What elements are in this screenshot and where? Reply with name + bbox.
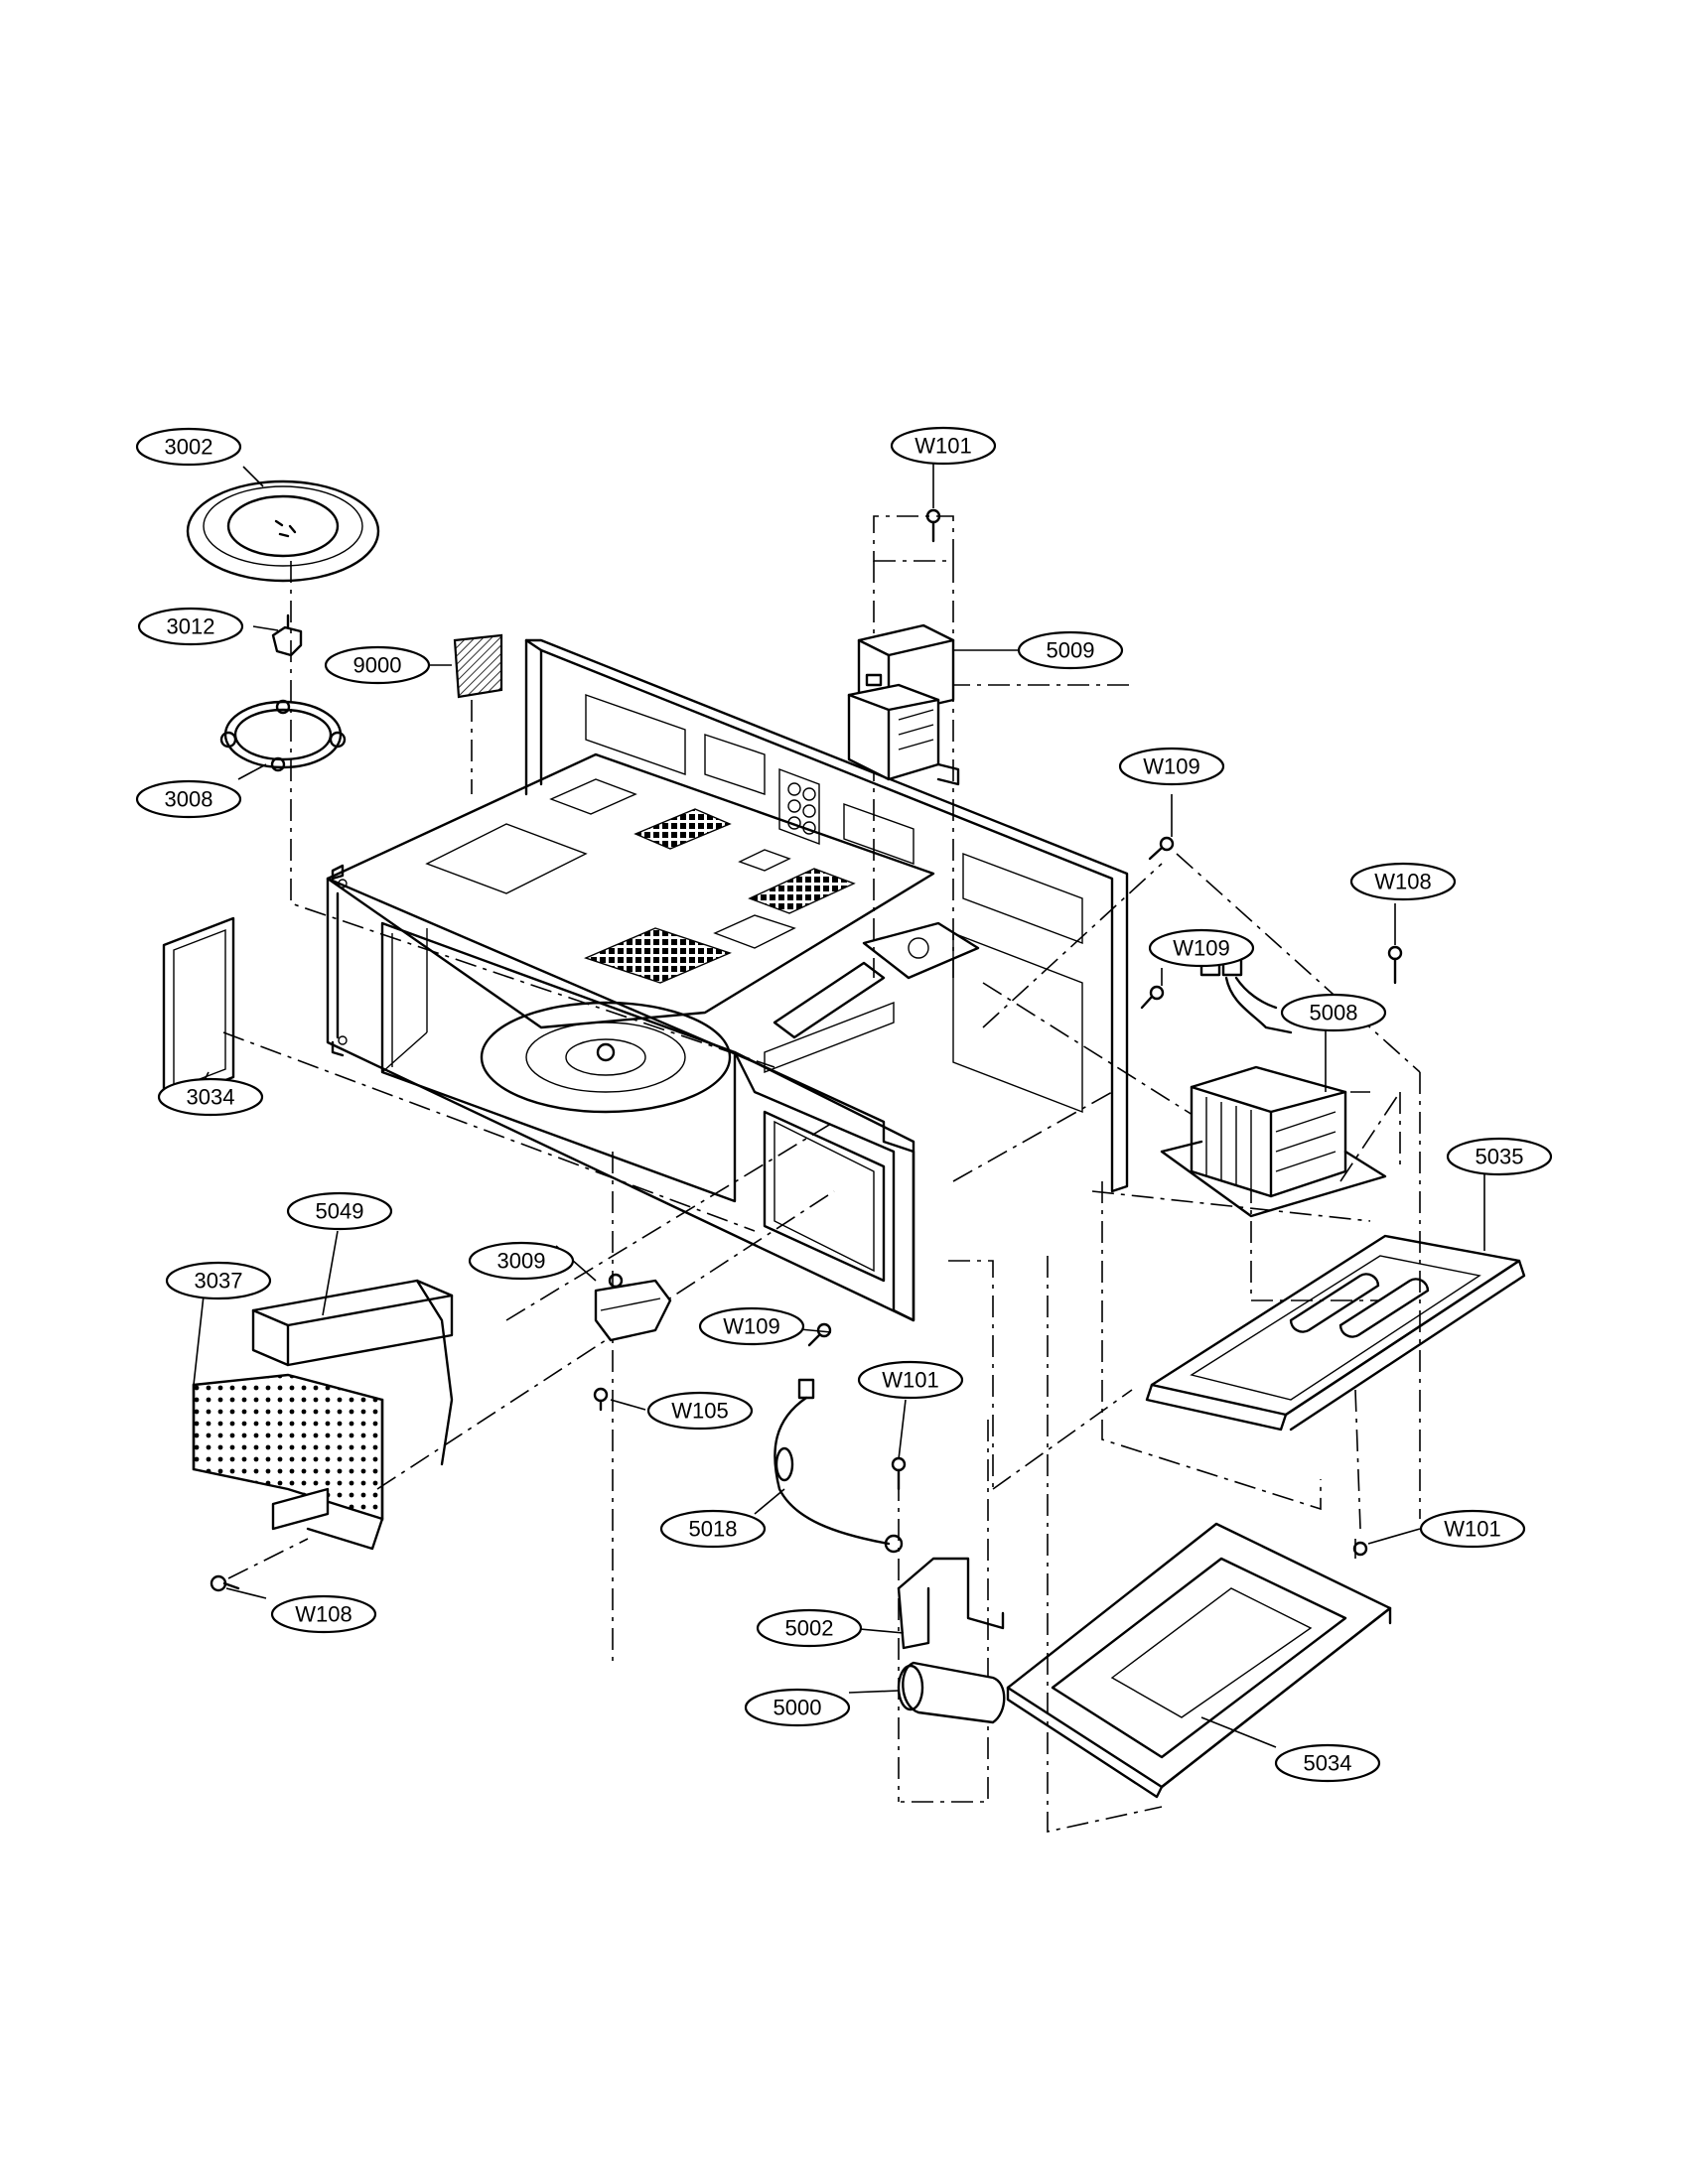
svg-text:5035: 5035 — [1476, 1145, 1524, 1169]
callout-w105: W105 — [646, 1391, 754, 1431]
svg-text:W109: W109 — [723, 1314, 779, 1339]
callout-5018: 5018 — [659, 1509, 767, 1549]
svg-text:3002: 3002 — [165, 435, 213, 460]
transformer — [1160, 951, 1387, 1218]
roller-ring — [219, 699, 347, 772]
callout-w108-a: W108 — [1349, 862, 1457, 901]
base-plate — [1145, 1234, 1526, 1432]
svg-text:5008: 5008 — [1310, 1001, 1358, 1025]
bottom-cover — [1006, 1522, 1392, 1799]
svg-text:9000: 9000 — [353, 653, 402, 678]
perforated-panel — [192, 1373, 384, 1551]
svg-text:5018: 5018 — [689, 1517, 738, 1542]
callout-labels: 3002 3012 9000 3008 3034 W101 5009 W109 … — [135, 426, 1553, 1783]
oven-cavity — [326, 638, 1129, 1322]
svg-text:3009: 3009 — [497, 1249, 546, 1274]
svg-text:3037: 3037 — [195, 1269, 243, 1294]
svg-text:W101: W101 — [1444, 1517, 1500, 1542]
waveguide-cover — [162, 916, 235, 1106]
callout-9000: 9000 — [324, 645, 431, 685]
svg-text:3012: 3012 — [167, 614, 215, 639]
callout-3034: 3034 — [157, 1077, 264, 1117]
svg-text:5034: 5034 — [1304, 1751, 1352, 1776]
screws — [210, 508, 1403, 1592]
coupler — [271, 614, 303, 657]
callout-w101-right: W101 — [1419, 1509, 1526, 1549]
screw-w109-b — [1140, 985, 1165, 1010]
callout-3037: 3037 — [165, 1261, 272, 1300]
callout-w109-c: W109 — [698, 1306, 805, 1346]
svg-text:5009: 5009 — [1047, 638, 1095, 663]
svg-text:5002: 5002 — [785, 1616, 834, 1641]
svg-text:3008: 3008 — [165, 787, 213, 812]
screw-w109-a — [1148, 836, 1175, 861]
callout-3012: 3012 — [137, 607, 244, 646]
svg-text:W108: W108 — [295, 1602, 352, 1627]
callout-w101-mid: W101 — [857, 1360, 964, 1400]
callout-5000: 5000 — [744, 1688, 851, 1727]
svg-text:W109: W109 — [1143, 754, 1199, 779]
capacitor — [897, 1661, 1006, 1724]
damper-pad — [453, 633, 503, 699]
callout-5034: 5034 — [1274, 1743, 1381, 1783]
callout-5008: 5008 — [1280, 993, 1387, 1032]
svg-text:W108: W108 — [1374, 870, 1431, 894]
screw-w101-right — [1352, 1541, 1368, 1557]
screw-w108-a — [1387, 945, 1403, 985]
svg-text:W101: W101 — [882, 1368, 938, 1393]
glass-tray — [186, 479, 380, 583]
magnetron — [847, 623, 960, 786]
callout-5035: 5035 — [1446, 1137, 1553, 1176]
callout-w109-a: W109 — [1118, 747, 1225, 786]
callout-w108-b: W108 — [270, 1594, 377, 1634]
callout-3008: 3008 — [135, 779, 242, 819]
callout-5002: 5002 — [756, 1608, 863, 1648]
callout-3009: 3009 — [468, 1241, 575, 1281]
callout-w109-b: W109 — [1148, 928, 1255, 968]
assembly-lines — [222, 515, 1421, 1833]
svg-text:3034: 3034 — [187, 1085, 235, 1110]
screw-w108-b — [210, 1574, 240, 1592]
callout-5049: 5049 — [286, 1191, 393, 1231]
air-duct — [251, 1279, 454, 1466]
svg-text:W109: W109 — [1173, 936, 1229, 961]
screw-w101-mid — [891, 1456, 907, 1491]
capacitor-bracket — [897, 1557, 1005, 1650]
wire-harness — [774, 1378, 904, 1554]
turntable-motor — [594, 1273, 672, 1342]
callout-w101-top: W101 — [890, 426, 997, 466]
svg-text:5049: 5049 — [316, 1199, 364, 1224]
screw-w109-c — [807, 1322, 832, 1347]
screw-w105 — [593, 1387, 609, 1412]
svg-text:5000: 5000 — [774, 1696, 822, 1720]
callout-3002: 3002 — [135, 427, 242, 467]
screw-w101-top — [925, 508, 941, 543]
svg-text:W101: W101 — [914, 434, 971, 459]
svg-text:W105: W105 — [671, 1399, 728, 1424]
callout-5009: 5009 — [1017, 630, 1124, 670]
